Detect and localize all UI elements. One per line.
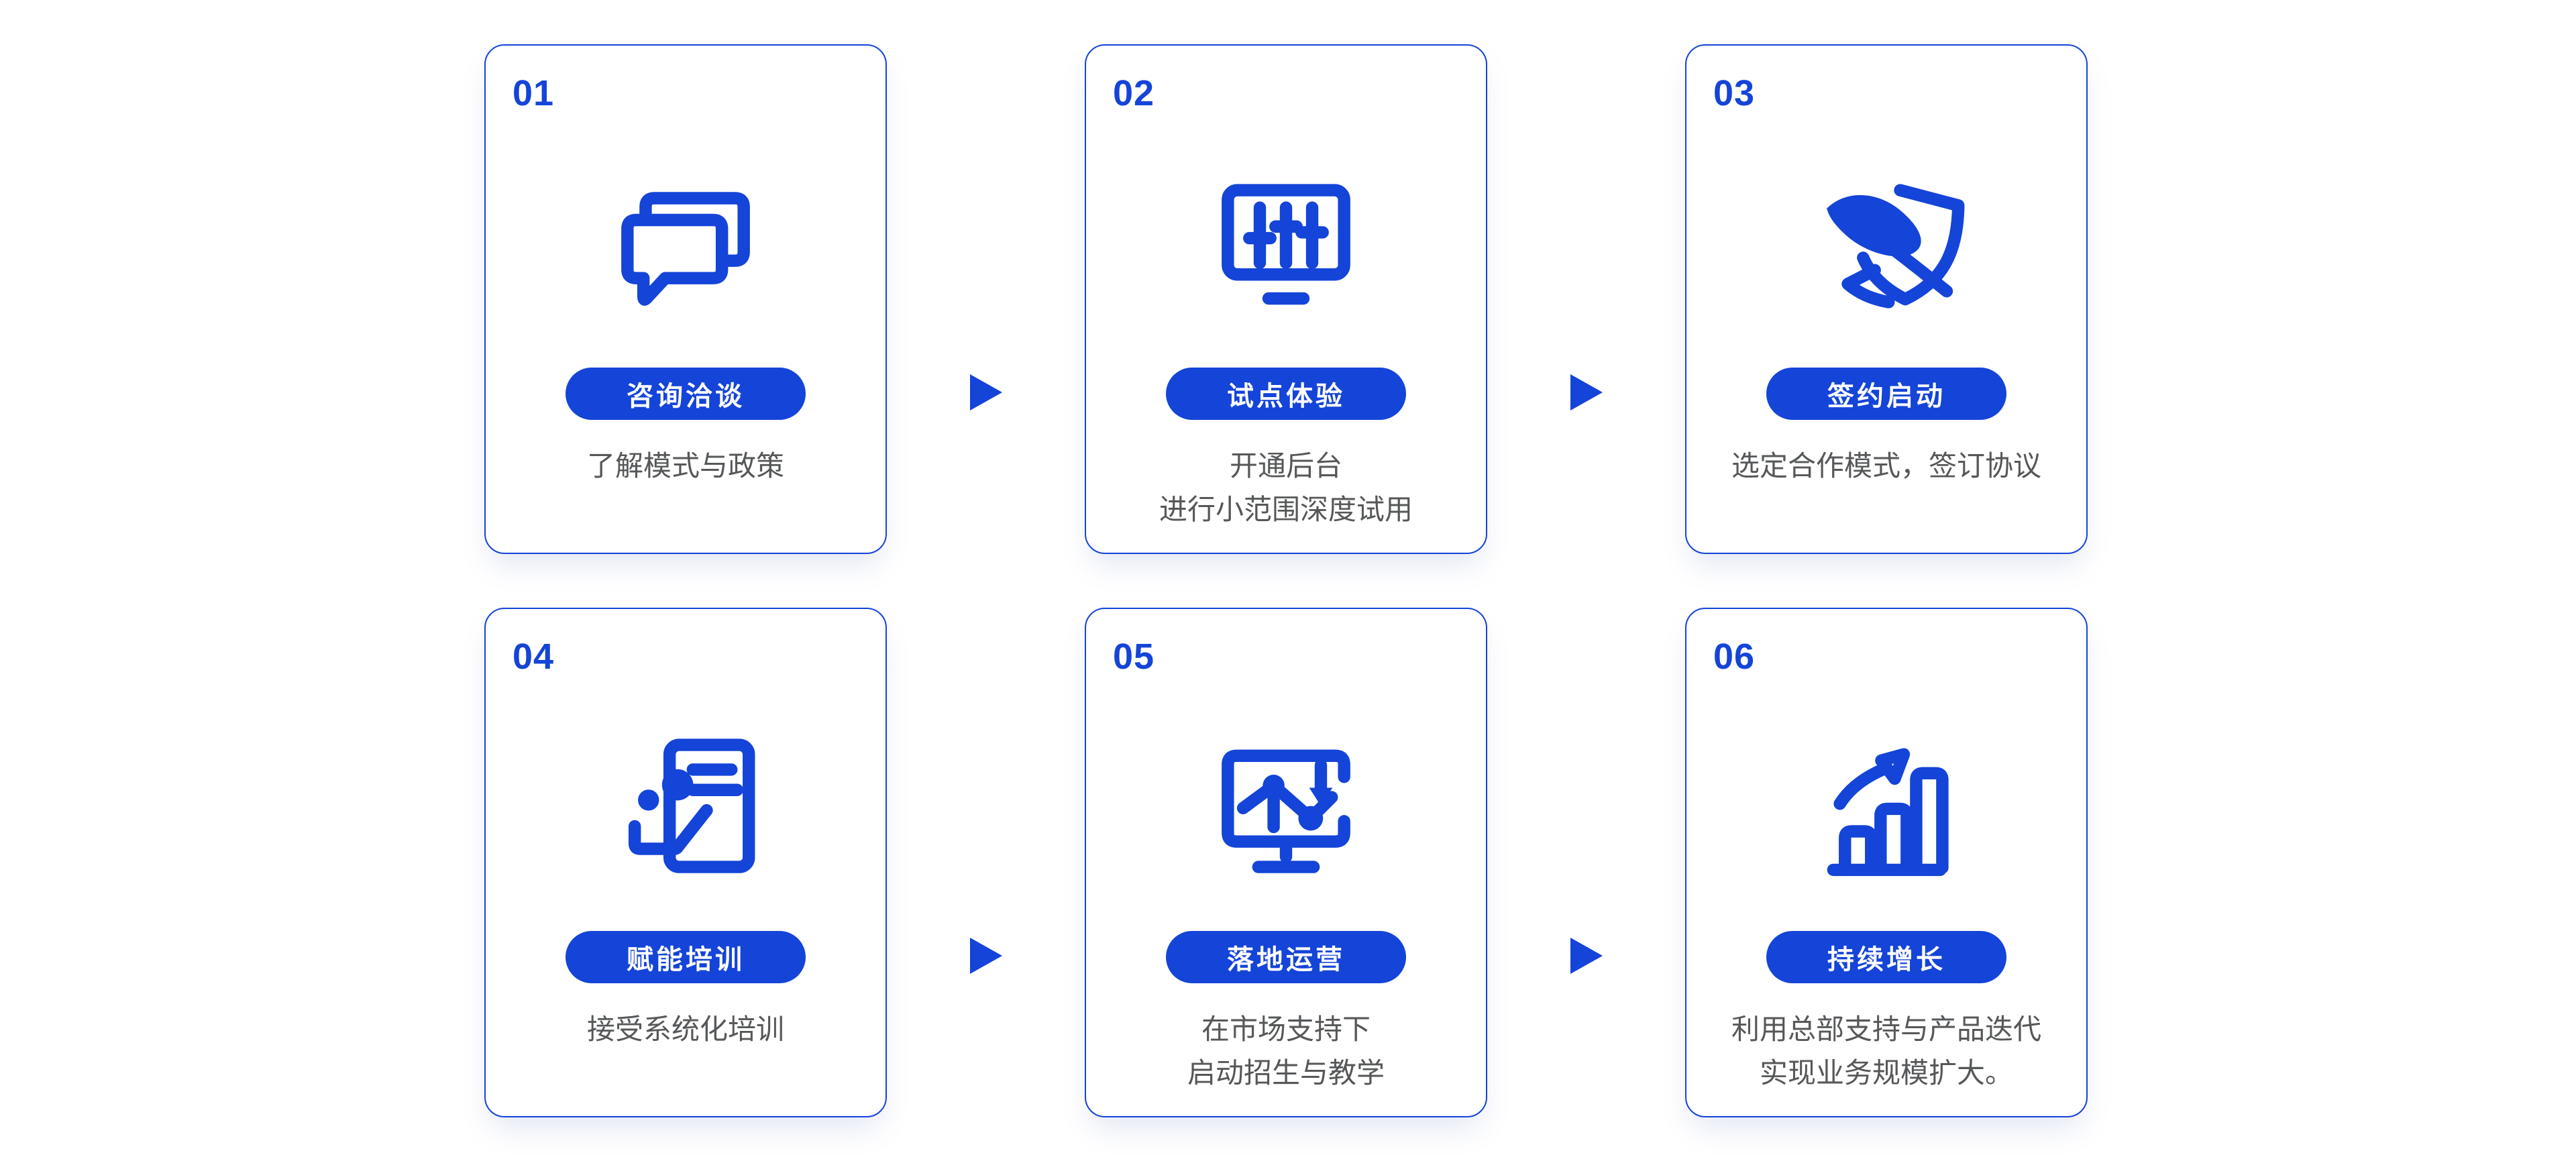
step-description: 开通后台 进行小范围深度试用: [1159, 444, 1413, 531]
connector: [887, 44, 1085, 410]
step-title-button[interactable]: 签约启动: [1766, 368, 2006, 420]
step-title-button[interactable]: 持续增长: [1766, 931, 2006, 983]
connector: [1487, 608, 1685, 974]
step-number: 04: [513, 637, 555, 677]
step-number: 06: [1713, 637, 1756, 677]
flow-row-2: 04 赋能培训 接受系统化培训: [484, 608, 2088, 1117]
arrow-right-icon: [969, 938, 1002, 974]
arrow-right-icon: [969, 374, 1002, 410]
arrow-right-icon: [1570, 374, 1603, 410]
flow-row-1: 01 咨询洽谈 了解模式与政策 02: [484, 44, 2088, 554]
step-number: 03: [1713, 73, 1756, 113]
step-number: 01: [513, 73, 555, 113]
step-title-button[interactable]: 试点体验: [1166, 368, 1406, 420]
desc-line: 利用总部支持与产品迭代: [1731, 1013, 2041, 1045]
step-number: 05: [1113, 637, 1155, 677]
desc-line: 了解模式与政策: [586, 450, 784, 482]
step-title-button[interactable]: 赋能培训: [566, 931, 806, 983]
desc-line: 接受系统化培训: [586, 1013, 784, 1045]
connector: [887, 608, 1085, 974]
desc-line: 启动招生与教学: [1187, 1057, 1385, 1089]
step-card-3: 03 签约启动 选定合作模式，签订协议: [1685, 44, 2088, 554]
step-description: 在市场支持下 启动招生与教学: [1187, 1007, 1385, 1095]
step-description: 接受系统化培训: [587, 1007, 784, 1051]
arrow-right-icon: [1570, 938, 1603, 974]
step-description: 了解模式与政策: [587, 444, 784, 488]
desc-line: 在市场支持下: [1201, 1013, 1371, 1045]
step-title-button[interactable]: 咨询洽谈: [566, 368, 806, 420]
step-card-2: 02 试点体验 开通后台 进行小范围深度试用: [1085, 44, 1487, 554]
step-number: 02: [1113, 73, 1155, 113]
step-title-button[interactable]: 落地运营: [1166, 931, 1406, 983]
step-card-1: 01 咨询洽谈 了解模式与政策: [484, 44, 887, 554]
step-card-5: 05 落地运营 在市场支持下 启动招生与教学: [1085, 608, 1487, 1117]
growth-bars-arrow-icon: [1792, 728, 1980, 891]
desc-line: 进行小范围深度试用: [1159, 494, 1413, 525]
desc-line: 开通后台: [1229, 450, 1342, 482]
desc-line: 实现业务规模扩大。: [1759, 1057, 2013, 1089]
desc-line: 选定合作模式，签订协议: [1731, 450, 2041, 482]
monitor-trend-chart-icon: [1192, 728, 1380, 891]
control-sliders-monitor-icon: [1192, 165, 1380, 327]
step-card-6: 06 持续增长 利用总部支持与产品迭代 实现业务规模扩大。: [1685, 608, 2088, 1117]
quill-shield-icon: [1792, 165, 1980, 327]
step-description: 利用总部支持与产品迭代 实现业务规模扩大。: [1731, 1007, 2041, 1095]
connector: [1487, 44, 1685, 410]
process-flow: 01 咨询洽谈 了解模式与政策 02: [484, 44, 2088, 1117]
step-card-4: 04 赋能培训 接受系统化培训: [484, 608, 887, 1117]
training-board-icon: [592, 728, 780, 891]
chat-bubbles-icon: [592, 165, 780, 327]
step-description: 选定合作模式，签订协议: [1731, 444, 2041, 488]
